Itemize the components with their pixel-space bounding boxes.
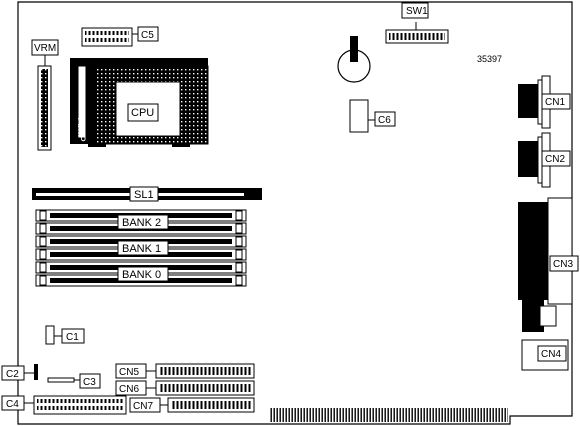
amp-label: AMP	[75, 118, 87, 142]
sw1-label: SW1	[406, 6, 428, 17]
memory-bank-0: BANK 0	[35, 261, 247, 287]
c3-label: C3	[83, 377, 96, 388]
bank1-label: BANK 1	[122, 243, 161, 255]
cn6-label: CN6	[119, 384, 139, 395]
cn4-connector: CN4	[521, 339, 569, 371]
vrm-label: VRM	[34, 43, 56, 54]
c6-label: C6	[378, 115, 391, 126]
cn7-connector: CN7	[129, 397, 255, 413]
sl1-label: SL1	[134, 189, 154, 201]
sw1-switch: SW1	[385, 2, 449, 44]
memory-bank-1: BANK 1	[35, 235, 247, 261]
cn5-label: CN5	[119, 367, 139, 378]
c1-component: C1	[45, 325, 85, 345]
c5-jumper-block: C5	[81, 26, 159, 47]
cn2-label: CN2	[545, 154, 565, 165]
bank2-label: BANK 2	[122, 217, 161, 229]
cn4-label: CN4	[541, 349, 561, 360]
cn2-connector: CN2	[518, 132, 571, 188]
bank0-label: BANK 0	[122, 269, 161, 281]
cn1-label: CN1	[545, 97, 565, 108]
c2-component: C2	[1, 364, 38, 381]
cpu-socket: CPU AMP	[70, 58, 209, 147]
cn6-connector: CN6	[115, 380, 255, 396]
cn3-label: CN3	[553, 259, 573, 270]
c4-label: C4	[6, 399, 19, 410]
edge-connector	[270, 408, 508, 422]
cpu-label: CPU	[131, 107, 154, 119]
battery	[337, 36, 371, 83]
c6-component: C6	[349, 99, 396, 133]
board-id: 35397	[477, 54, 502, 64]
board-outline	[17, 1, 573, 425]
cn1-connector: CN1	[518, 75, 571, 129]
port-connector	[522, 298, 557, 332]
c4-component: C4	[1, 395, 127, 415]
sl1-slot: SL1	[32, 186, 262, 202]
c3-component: C3	[47, 373, 101, 389]
vrm-module: VRM	[31, 39, 59, 151]
c5-label: C5	[141, 30, 154, 41]
memory-bank-2: BANK 2	[35, 209, 247, 235]
cn3-connector: CN3	[518, 197, 579, 305]
cn7-label: CN7	[133, 401, 153, 412]
cn5-connector: CN5	[115, 363, 255, 379]
c2-label: C2	[6, 369, 19, 380]
c1-label: C1	[66, 332, 79, 343]
